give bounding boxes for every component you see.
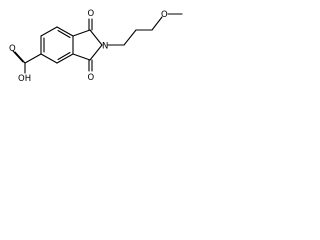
ether-oxygen-label: O: [161, 10, 168, 20]
carboxyl-oxygen-label: O: [9, 44, 16, 54]
benzene-inner-bond: [57, 29, 71, 39]
chain-bond: [123, 29, 137, 46]
carboxyl-bond: [14, 51, 26, 64]
ring-bond: [89, 29, 103, 46]
chain-bond: [151, 16, 163, 31]
carboxyl-bond: [12, 50, 24, 63]
carboxyl-bond: [24, 53, 42, 64]
bond-lines: [12, 13, 183, 74]
ring-bond: [89, 44, 103, 61]
carbonyl-oxygen-top-label: O: [88, 9, 95, 19]
benzene-bond: [40, 53, 58, 64]
carbonyl-oxygen-bottom-label: O: [88, 73, 95, 83]
ring-bond: [72, 53, 91, 61]
benzene-bond: [56, 26, 74, 37]
structure-canvas: O O N O O OH: [0, 0, 184, 88]
benzene-bond: [40, 26, 58, 37]
benzene-inner-bond: [57, 51, 71, 61]
ring-bond: [72, 29, 91, 37]
molecule-structure: O O N O O OH: [9, 9, 183, 84]
imide-nitrogen-label: N: [102, 42, 108, 52]
benzene-bond: [56, 53, 74, 64]
carboxyl-hydroxyl-label: OH: [18, 74, 31, 84]
